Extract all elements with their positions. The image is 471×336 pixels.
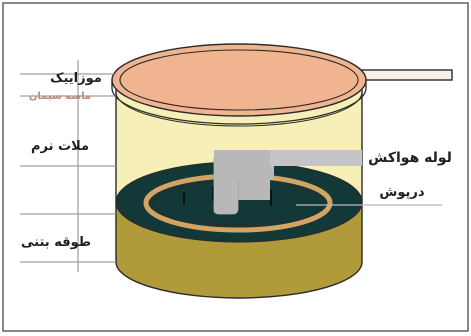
label-suction-pipe: لوله هواکش	[368, 150, 452, 166]
label-concrete-ring: طوقه بتنی	[21, 235, 91, 250]
label-soft-mortar: ملات نرم	[31, 139, 89, 154]
mosaic-top	[112, 44, 366, 116]
label-mosaic: موزاییک	[50, 71, 102, 86]
label-cement-mortar: ماسه سیمان	[29, 91, 91, 102]
suction-pipe-leader	[270, 150, 362, 166]
label-cover: درپوش	[379, 185, 424, 200]
